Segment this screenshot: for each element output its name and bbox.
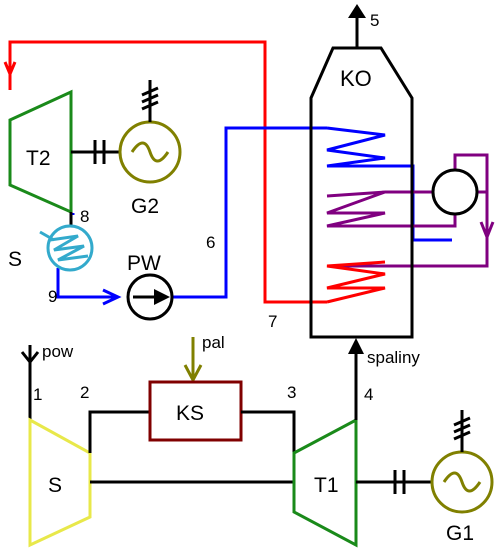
boiler-label: KO <box>340 66 372 91</box>
generator-g2: G2 <box>118 80 182 218</box>
g1-label: G1 <box>446 522 474 545</box>
point-1-label: 1 <box>33 385 42 404</box>
steam-line-hot <box>3 40 327 304</box>
flue-gas-line: spaliny 4 <box>348 338 420 420</box>
pow-label: pow <box>42 342 74 361</box>
t2-label: T2 <box>26 147 51 170</box>
feed-pump-pw: PW <box>126 252 174 321</box>
air-inlet: pow 1 <box>20 342 74 420</box>
point-2-label: 2 <box>80 383 89 402</box>
exhaust-arrow: 5 <box>348 4 379 48</box>
point-6-label: 6 <box>206 233 215 252</box>
spaliny-label: spaliny <box>367 348 420 367</box>
condenser-label: S <box>8 248 22 271</box>
boiler-ko: KO <box>309 46 414 339</box>
point-3-label: 3 <box>287 383 296 402</box>
condenser-s: S <box>8 224 94 272</box>
generator-g1: G1 <box>430 410 494 545</box>
pal-label: pal <box>202 333 225 352</box>
gas-turbine-t1: T1 <box>292 417 358 548</box>
combustor-label: KS <box>176 402 204 425</box>
point-7-label: 7 <box>268 312 277 331</box>
point-9-label: 9 <box>48 287 57 306</box>
feedwater-line <box>56 126 452 306</box>
fuel-inlet: pal <box>183 333 225 384</box>
compressor-label: S <box>48 474 62 497</box>
t2-g2-coupling <box>71 140 120 164</box>
superheater-coil <box>326 260 386 304</box>
point-4-label: 4 <box>364 385 373 404</box>
line-3 <box>241 410 296 453</box>
circulation-pump <box>431 168 479 216</box>
t1-g1-coupling <box>356 470 432 494</box>
compressor-s: S <box>28 417 92 548</box>
evaporator-loop <box>326 153 495 268</box>
point-8-label: 8 <box>80 207 89 226</box>
line-2 <box>88 410 150 453</box>
g2-label: G2 <box>131 195 159 218</box>
combustor-ks: KS <box>148 380 243 442</box>
pump-label: PW <box>127 252 161 275</box>
t1-label: T1 <box>314 474 339 497</box>
point-5-label: 5 <box>370 11 379 30</box>
steam-turbine-t2: T2 <box>8 89 73 215</box>
